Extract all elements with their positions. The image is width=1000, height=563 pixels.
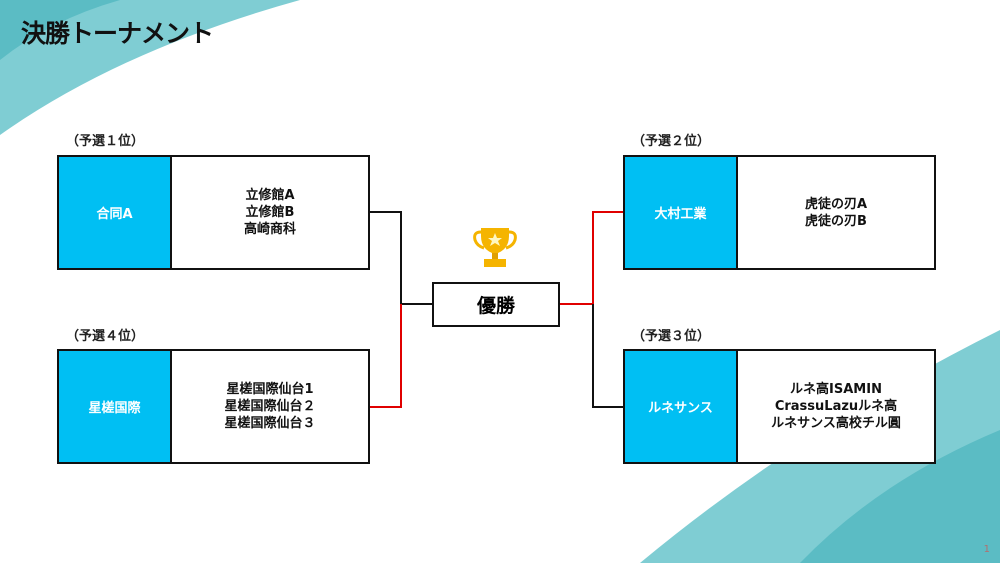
member: ルネ高ISAMIN bbox=[790, 382, 882, 397]
champion-box: 優勝 bbox=[432, 282, 560, 327]
seed-label: （予選３位） bbox=[632, 329, 711, 344]
team-representative: 星槎国際 bbox=[59, 351, 172, 462]
trophy-icon bbox=[473, 228, 517, 267]
member: 星槎国際仙台1 bbox=[226, 382, 314, 397]
member: 虎徒の刃A bbox=[804, 196, 868, 212]
bracket-line-seed2 bbox=[560, 211, 623, 305]
team-block: ルネサンス ルネ高ISAMIN CrassuLazuルネ高ルネサンス高校チル圓 bbox=[623, 349, 936, 464]
team-representative: 大村工業 bbox=[625, 157, 738, 268]
member: CrassuLazuルネ高 bbox=[774, 399, 898, 414]
member: 星槎国際仙台２ bbox=[224, 399, 316, 414]
team-block: 星槎国際 星槎国際仙台1 星槎国際仙台２ 星槎国際仙台３ bbox=[57, 349, 370, 464]
team-block: 合同A 立修館A 立修館B 高崎商科 bbox=[57, 155, 370, 270]
member: 星槎国際仙台３ bbox=[224, 416, 316, 431]
bracket-line-seed4 bbox=[370, 304, 402, 408]
seed-label: （予選４位） bbox=[66, 329, 145, 344]
seed-label: （予選１位） bbox=[66, 134, 145, 149]
bracket-line-seed1 bbox=[370, 211, 432, 305]
page-title: 決勝トーナメント bbox=[21, 19, 214, 48]
member: 虎徒の刃B bbox=[805, 213, 867, 229]
member: 高崎商科 bbox=[243, 222, 296, 237]
member: ルネサンス高校チル圓 bbox=[771, 416, 901, 431]
bracket-line-seed3 bbox=[592, 304, 623, 408]
team-representative: 合同A bbox=[59, 157, 172, 268]
team-representative: ルネサンス bbox=[625, 351, 738, 462]
seed-label: （予選２位） bbox=[632, 134, 711, 149]
member: 立修館B bbox=[245, 205, 295, 220]
page-number: 1 bbox=[983, 544, 990, 555]
member: 立修館A bbox=[245, 188, 295, 203]
